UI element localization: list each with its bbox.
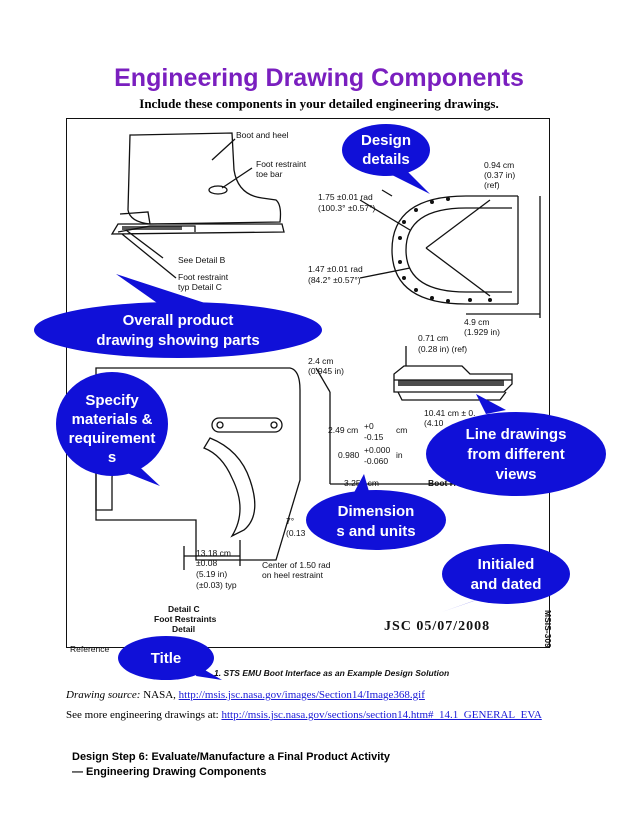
label-dim-1318-3: (5.19 in) bbox=[196, 569, 227, 579]
label-msis: MSIS-309 bbox=[543, 610, 553, 648]
label-dim-071-2: (0.28 in) (ref) bbox=[418, 344, 467, 354]
callout-specify-line2: materials & bbox=[72, 411, 153, 428]
callout-design-details-line2: details bbox=[362, 151, 410, 168]
label-dim-0980: 0.980 bbox=[338, 450, 360, 460]
source-label: Drawing source: bbox=[66, 689, 141, 701]
boot-outline bbox=[127, 132, 282, 225]
label-tol-minus: -0.15 bbox=[364, 432, 384, 442]
more-link[interactable]: http://msis.jsc.nasa.gov/sections/sectio… bbox=[221, 709, 542, 721]
label-boot-and-heel: Boot and heel bbox=[236, 130, 289, 140]
detail-c-plate bbox=[95, 367, 301, 561]
label-toe-bar-2: toe bar bbox=[256, 169, 283, 179]
label-typ-detail-2: typ Detail C bbox=[178, 282, 222, 292]
label-typ-detail-1: Foot restraint bbox=[178, 272, 229, 282]
date-stamp: JSC 05/07/2008 bbox=[384, 619, 490, 634]
label-dim-1318-1: 13.18 cm bbox=[196, 548, 231, 558]
label-rad2-2: (84.2° ±0.57°) bbox=[308, 275, 361, 285]
callout-specify-line4: s bbox=[108, 449, 116, 466]
callout-specify-line3: requirement bbox=[69, 430, 156, 447]
callout-title-line1: Title bbox=[151, 650, 182, 667]
label-toe-bar-1: Foot restraint bbox=[256, 159, 307, 169]
label-dim-24-2: (0.945 in) bbox=[308, 366, 344, 376]
callout-line-drawings-line3: views bbox=[496, 466, 537, 483]
footer-line1: Design Step 6: Evaluate/Manufacture a Fi… bbox=[72, 751, 391, 763]
label-see-detail: See Detail B bbox=[178, 255, 226, 265]
label-tol-minus2: -0.060 bbox=[364, 456, 388, 466]
callout-overall-line1: Overall product bbox=[123, 312, 234, 329]
label-rad1-1: 1.75 ±0.01 rad bbox=[318, 192, 373, 202]
callout-line-drawings-line1: Line drawings bbox=[466, 426, 567, 443]
label-detail-c-3: Detail bbox=[172, 624, 195, 634]
label-dim-013: (0.13 bbox=[286, 528, 306, 538]
label-tol-plus: +0 bbox=[364, 421, 374, 431]
label-tol-cm: cm bbox=[396, 425, 407, 435]
callout-design-details-line1: Design bbox=[361, 132, 411, 149]
label-center-1: Center of 1.50 rad bbox=[262, 560, 331, 570]
callout-overall-product: Overall product drawing showing parts bbox=[34, 274, 322, 358]
label-detail-c-1: Detail C bbox=[168, 604, 200, 614]
label-reference: Reference bbox=[70, 644, 109, 654]
label-dim-1041-2: (4.10 bbox=[424, 418, 444, 428]
label-dim-249: 2.49 cm bbox=[328, 425, 358, 435]
more-label: See more engineering drawings at: bbox=[66, 709, 219, 721]
footer: Design Step 6: Evaluate/Manufacture a Fi… bbox=[72, 750, 390, 780]
more-drawings: See more engineering drawings at: http:/… bbox=[66, 709, 542, 721]
label-dim-1318-2: ±0.08 bbox=[196, 558, 217, 568]
label-dim-071-1: 0.71 cm bbox=[418, 333, 448, 343]
callout-overall-line2: drawing showing parts bbox=[96, 332, 259, 349]
label-tol-in: in bbox=[396, 450, 403, 460]
callout-dimensions-line2: s and units bbox=[336, 523, 415, 540]
label-center-2: on heel restraint bbox=[262, 570, 324, 580]
label-rad1-2: (100.3° ±0.57°) bbox=[318, 203, 375, 213]
label-dim-1318-4: (±0.03) typ bbox=[196, 580, 237, 590]
detail-b-outline bbox=[391, 195, 518, 305]
label-dim-094-3: (ref) bbox=[484, 180, 500, 190]
footer-line2: — Engineering Drawing Components bbox=[72, 766, 267, 778]
label-dim-49-2: (1.929 in) bbox=[464, 327, 500, 337]
heel-section bbox=[393, 365, 513, 393]
source-org: NASA, bbox=[143, 689, 176, 701]
page-title: Engineering Drawing Components bbox=[114, 64, 524, 92]
label-tol-plus2: +0.000 bbox=[364, 445, 391, 455]
drawing-frame bbox=[66, 118, 550, 648]
figure-caption: 1. STS EMU Boot Interface as an Example … bbox=[214, 668, 449, 678]
drawing-source: Drawing source: NASA, http://msis.jsc.na… bbox=[66, 689, 425, 701]
callout-specify-materials: Specify materials & requirement s bbox=[56, 372, 168, 486]
label-dim-1041-1: 10.41 cm ± 0. bbox=[424, 408, 475, 418]
callout-initialed-line2: and dated bbox=[471, 576, 542, 593]
callout-dimensions: Dimension s and units bbox=[306, 474, 446, 550]
callout-dimensions-line1: Dimension bbox=[338, 503, 415, 520]
label-dim-7: 7° bbox=[286, 516, 294, 526]
page-subtitle: Include these components in your detaile… bbox=[139, 96, 499, 111]
callout-initialed-line1: Initialed bbox=[478, 556, 535, 573]
callout-line-drawings: Line drawings from different views bbox=[426, 394, 606, 496]
label-detail-c-2: Foot Restraints bbox=[154, 614, 217, 624]
label-dim-49-1: 4.9 cm bbox=[464, 317, 490, 327]
callout-initialed: Initialed and dated bbox=[442, 544, 570, 612]
label-dim-094-2: (0.37 in) bbox=[484, 170, 515, 180]
callout-line-drawings-line2: from different bbox=[467, 446, 565, 463]
source-link[interactable]: http://msis.jsc.nasa.gov/images/Section1… bbox=[178, 689, 425, 701]
label-dim-094-1: 0.94 cm bbox=[484, 160, 514, 170]
callout-title: Title bbox=[118, 636, 222, 680]
label-dim-24-1: 2.4 cm bbox=[308, 356, 334, 366]
label-rad2-1: 1.47 ±0.01 rad bbox=[308, 264, 363, 274]
callout-design-details: Design details bbox=[342, 124, 430, 194]
callout-specify-line1: Specify bbox=[85, 392, 139, 409]
label-boot-heel: Boot Hee bbox=[428, 478, 466, 488]
